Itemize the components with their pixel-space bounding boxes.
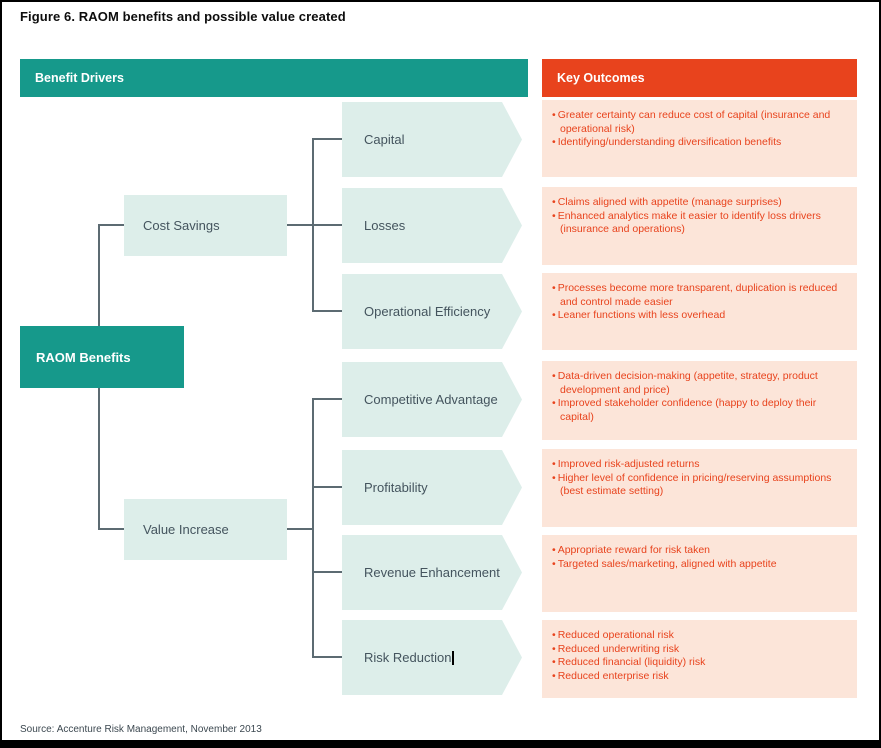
connector-line	[287, 528, 314, 530]
connector-line	[312, 138, 314, 312]
outcome-list: Data-driven decision-making (appetite, s…	[552, 370, 849, 425]
driver-label: Risk Reduction	[364, 650, 452, 665]
connector-line	[98, 528, 124, 530]
connector-line	[314, 571, 342, 573]
outcomes-capital: Greater certainty can reduce cost of cap…	[542, 100, 857, 177]
connector-line	[98, 224, 124, 226]
outcome-item: Targeted sales/marketing, aligned with a…	[552, 558, 849, 572]
outcome-item: Reduced financial (liquidity) risk	[552, 656, 849, 670]
outcome-item: Processes become more transparent, dupli…	[552, 282, 849, 309]
key-outcomes-header: Key Outcomes	[542, 59, 857, 97]
outcome-list: Appropriate reward for risk taken Target…	[552, 544, 849, 571]
connector-line	[98, 388, 100, 530]
outcome-item: Claims aligned with appetite (manage sur…	[552, 196, 849, 210]
driver-competitive-advantage: Competitive Advantage	[342, 362, 522, 437]
benefit-drivers-header: Benefit Drivers	[20, 59, 528, 97]
outcomes-competitive-advantage: Data-driven decision-making (appetite, s…	[542, 361, 857, 440]
connector-line	[314, 310, 342, 312]
outcome-item: Improved risk-adjusted returns	[552, 458, 849, 472]
driver-losses: Losses	[342, 188, 522, 263]
outcome-list: Claims aligned with appetite (manage sur…	[552, 196, 849, 237]
connector-line	[314, 138, 342, 140]
outcome-list: Processes become more transparent, dupli…	[552, 282, 849, 323]
outcomes-revenue-enhancement: Appropriate reward for risk taken Target…	[542, 535, 857, 612]
driver-label: Competitive Advantage	[364, 392, 498, 407]
driver-label: Capital	[364, 132, 405, 147]
driver-label: Operational Efficiency	[364, 304, 491, 319]
outcome-item: Reduced enterprise risk	[552, 670, 849, 684]
outcome-list: Reduced operational risk Reduced underwr…	[552, 629, 849, 684]
driver-revenue-enhancement: Revenue Enhancement	[342, 535, 522, 610]
connector-line	[287, 224, 342, 226]
connector-line	[314, 656, 342, 658]
value-increase-node: Value Increase	[124, 499, 287, 560]
driver-operational-efficiency: Operational Efficiency	[342, 274, 522, 349]
driver-capital: Capital	[342, 102, 522, 177]
driver-risk-reduction: Risk Reduction	[342, 620, 522, 695]
outcomes-losses: Claims aligned with appetite (manage sur…	[542, 187, 857, 265]
connector-line	[312, 398, 314, 658]
outcome-list: Improved risk-adjusted returns Higher le…	[552, 458, 849, 499]
outcome-item: Appropriate reward for risk taken	[552, 544, 849, 558]
raom-benefits-node: RAOM Benefits	[20, 326, 184, 388]
driver-label: Revenue Enhancement	[364, 565, 500, 580]
figure-title: Figure 6. RAOM benefits and possible val…	[20, 9, 346, 24]
outcomes-operational-efficiency: Processes become more transparent, dupli…	[542, 273, 857, 350]
outcome-item: Higher level of confidence in pricing/re…	[552, 472, 849, 499]
outcome-item: Identifying/understanding diversificatio…	[552, 136, 849, 150]
outcome-item: Greater certainty can reduce cost of cap…	[552, 109, 849, 136]
outcome-item: Enhanced analytics make it easier to ide…	[552, 210, 849, 237]
outcome-item: Improved stakeholder confidence (happy t…	[552, 397, 849, 424]
connector-line	[314, 398, 342, 400]
source-note: Source: Accenture Risk Management, Novem…	[20, 724, 262, 735]
outcome-item: Reduced operational risk	[552, 629, 849, 643]
outcome-item: Leaner functions with less overhead	[552, 309, 849, 323]
connector-line	[314, 486, 342, 488]
outcome-item: Reduced underwriting risk	[552, 643, 849, 657]
cost-savings-node: Cost Savings	[124, 195, 287, 256]
driver-label: Profitability	[364, 480, 428, 495]
driver-label: Losses	[364, 218, 406, 233]
text-cursor	[452, 650, 454, 665]
outcomes-risk-reduction: Reduced operational risk Reduced underwr…	[542, 620, 857, 698]
driver-profitability: Profitability	[342, 450, 522, 525]
connector-line	[98, 225, 100, 326]
outcome-item: Data-driven decision-making (appetite, s…	[552, 370, 849, 397]
outcomes-profitability: Improved risk-adjusted returns Higher le…	[542, 449, 857, 527]
outcome-list: Greater certainty can reduce cost of cap…	[552, 109, 849, 150]
